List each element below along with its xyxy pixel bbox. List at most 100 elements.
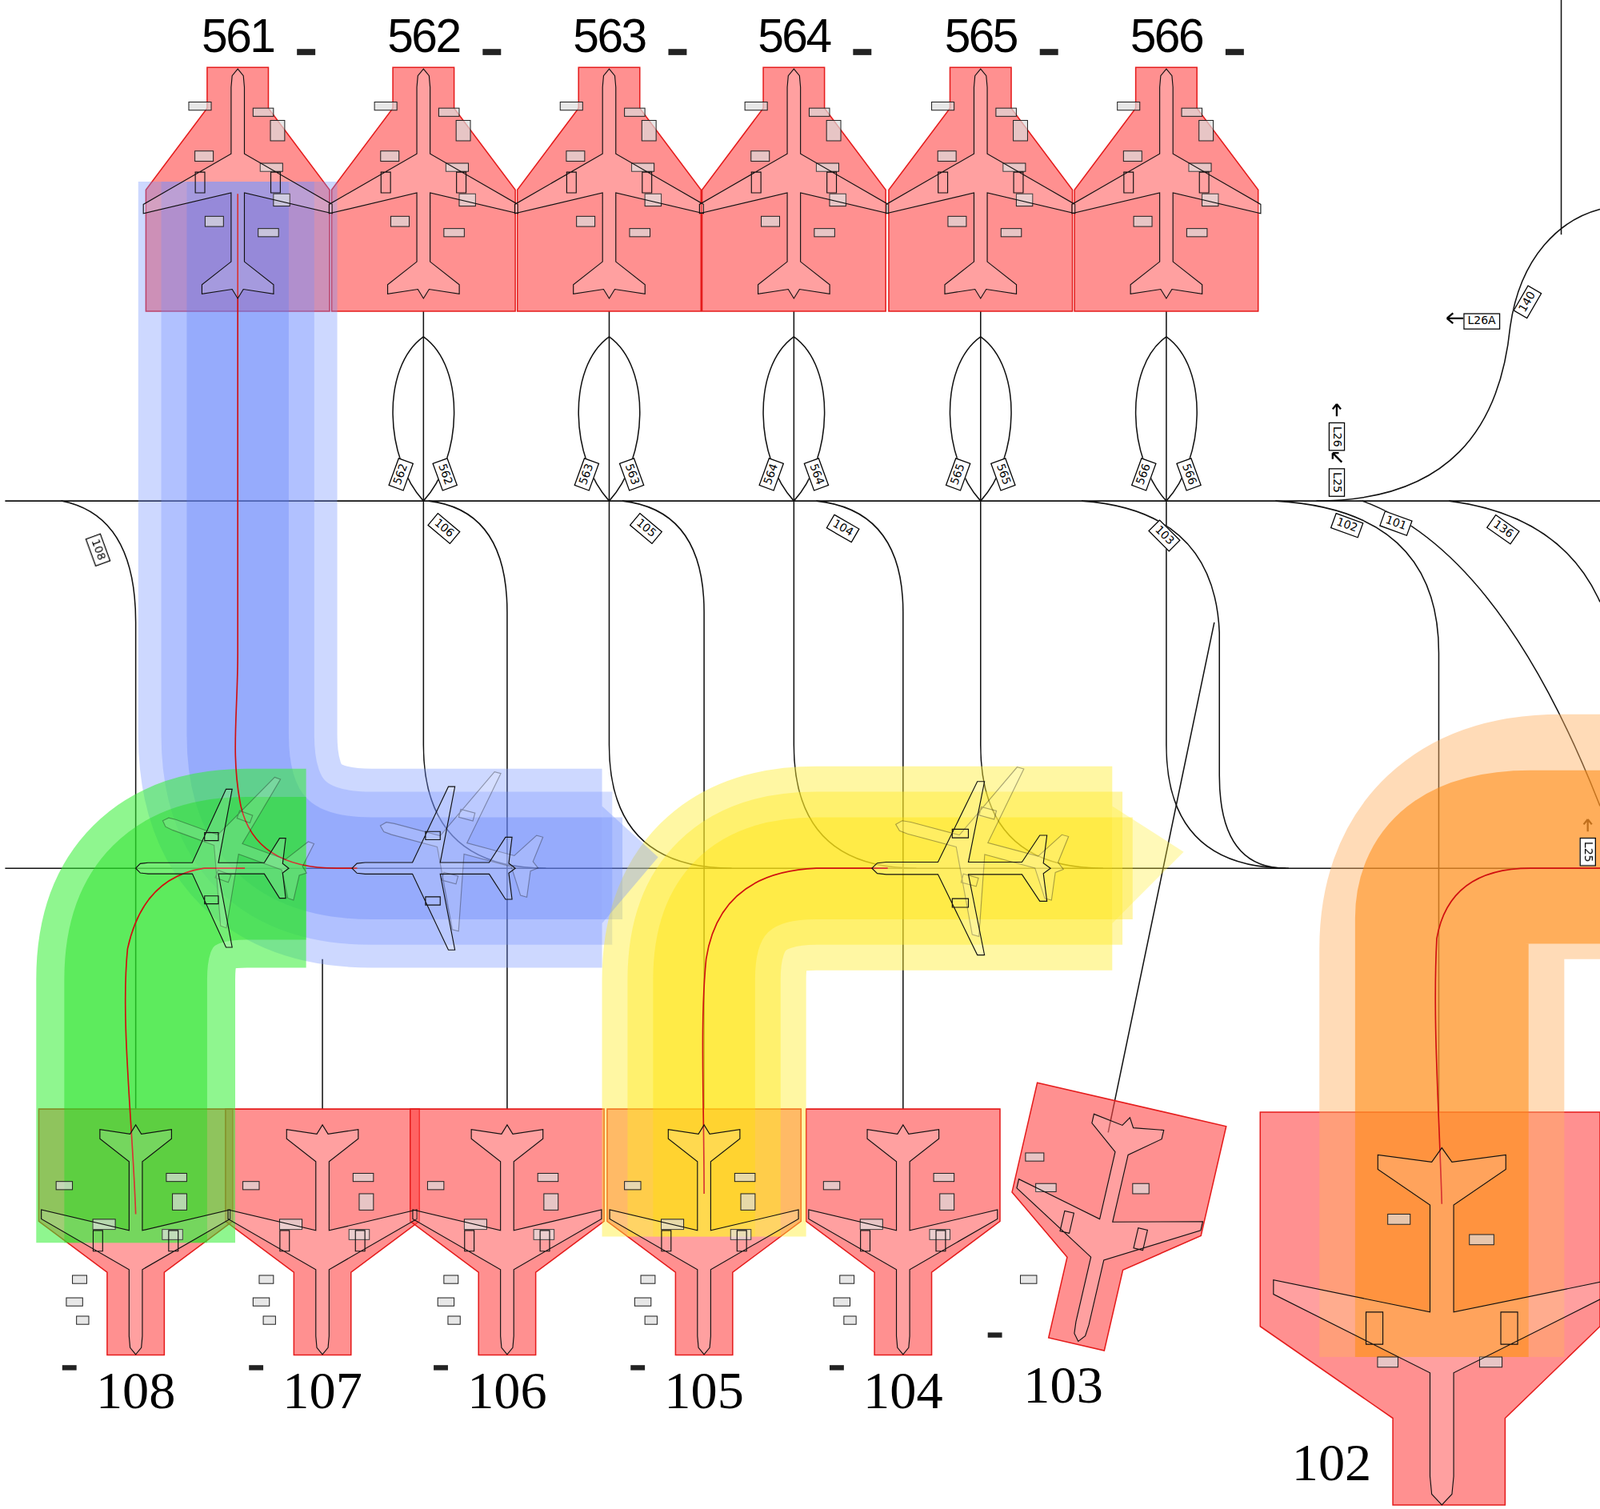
- stand-area: [410, 1108, 604, 1355]
- stand-outline: [1074, 67, 1259, 312]
- ground-equipment: [66, 1297, 83, 1306]
- stand-icon: [248, 1364, 264, 1370]
- stand-icon: [433, 1364, 448, 1370]
- stand-area: [332, 67, 516, 312]
- ground-equipment: [252, 108, 274, 116]
- swept-band: [704, 868, 1133, 1236]
- ground-equipment: [195, 151, 214, 162]
- ground-equipment: [996, 108, 1017, 116]
- taxiline-tag: 566: [1131, 457, 1157, 492]
- ground-equipment: [624, 108, 646, 116]
- swept-tail: [1112, 805, 1184, 924]
- aircraft: [412, 1124, 602, 1355]
- aircraft: [808, 1124, 998, 1355]
- stand-outline: [517, 67, 702, 312]
- taxiline: [1275, 500, 1439, 1112]
- taxiline-tag: 565: [990, 457, 1016, 492]
- stand-icon: [988, 1332, 1003, 1337]
- stand-number: 561: [145, 12, 330, 60]
- taxiline-tag: 562: [388, 457, 414, 492]
- stand-number: 565: [888, 12, 1073, 60]
- taxiline: [1081, 500, 1286, 868]
- taxiline-tag: 104: [825, 513, 860, 543]
- aircraft-stand: 106: [410, 1108, 604, 1355]
- ground-equipment: [445, 163, 468, 172]
- ground-equipment: [1377, 1356, 1399, 1368]
- ground-equipment: [56, 1181, 72, 1190]
- swept-band: [136, 868, 307, 1243]
- ground-equipment: [1016, 193, 1032, 206]
- ground-equipment: [172, 1193, 188, 1210]
- stand-area: [517, 67, 702, 312]
- aircraft-stand: 563: [517, 67, 702, 312]
- ground-equipment: [456, 120, 471, 141]
- ground-equipment: [243, 1181, 260, 1190]
- aircraft: [41, 1124, 231, 1355]
- taxiline: [980, 500, 1104, 868]
- ground-equipment: [1036, 1183, 1057, 1192]
- ground-equipment: [380, 151, 400, 162]
- taxi-sign: L26A: [1463, 312, 1500, 330]
- ground-equipment: [844, 1316, 856, 1324]
- stand-area: [607, 1108, 801, 1355]
- stand-area: [38, 1108, 232, 1355]
- ground-equipment: [933, 1172, 955, 1181]
- stand-outline: [806, 1108, 1000, 1355]
- ground-equipment: [640, 1275, 656, 1284]
- taxiline: [1165, 311, 1168, 501]
- taxiline-tag: 105: [629, 512, 664, 544]
- ground-equipment: [816, 163, 839, 172]
- taxiline: [793, 500, 916, 868]
- ground-equipment: [391, 216, 410, 227]
- ground-equipment: [444, 228, 465, 237]
- taxiline-tag: 564: [758, 457, 784, 492]
- taxiline-tag: 563: [573, 457, 600, 492]
- taxiline: [622, 500, 704, 1109]
- stand-icon: [829, 1364, 844, 1370]
- stand-area: [1260, 1112, 1600, 1505]
- ground-equipment: [263, 1316, 276, 1324]
- ground-equipment: [948, 216, 967, 227]
- stand-number: 105: [607, 1364, 801, 1417]
- ground-equipment: [751, 151, 770, 162]
- aircraft: [986, 1096, 1222, 1363]
- ground-equipment: [740, 1193, 756, 1210]
- ground-equipment: [1133, 216, 1152, 227]
- ground-equipment: [374, 102, 397, 111]
- stand-number: 563: [517, 12, 702, 60]
- ground-equipment: [444, 1275, 459, 1284]
- ground-equipment: [661, 1219, 684, 1230]
- taxiline-tag: 566: [1176, 457, 1202, 492]
- stand-number: 562: [332, 12, 516, 60]
- aircraft-stand: 562: [332, 67, 516, 312]
- ground-equipment: [1117, 102, 1140, 111]
- aircraft-stand: 103: [981, 1081, 1227, 1368]
- aircraft-stand: 105: [607, 1108, 801, 1355]
- ground-equipment: [929, 1229, 951, 1240]
- aircraft: [328, 68, 518, 299]
- ground-equipment: [270, 120, 285, 141]
- stand-icon: [1040, 48, 1059, 56]
- ground-equipment: [560, 102, 583, 111]
- taxiline-tag: 102: [1330, 512, 1364, 539]
- ground-equipment: [940, 1193, 955, 1210]
- ground-equipment: [1388, 1213, 1411, 1224]
- taxiline-tag: 140: [1512, 284, 1542, 319]
- ground-equipment: [448, 1316, 460, 1324]
- stand-area: [702, 67, 887, 312]
- ground-equipment: [840, 1275, 855, 1284]
- taxiline: [1448, 500, 1600, 602]
- ground-equipment: [829, 193, 846, 206]
- aircraft: [886, 68, 1076, 299]
- ground-equipment: [252, 1297, 269, 1306]
- aircraft: [359, 746, 560, 947]
- stand-outline: [332, 67, 516, 312]
- aircraft-stand: 102: [1260, 1112, 1600, 1505]
- aircraft: [699, 68, 888, 299]
- taxiline: [423, 500, 546, 868]
- ground-equipment: [1186, 228, 1208, 237]
- ground-equipment: [76, 1316, 89, 1324]
- swept-band: [237, 181, 602, 868]
- ground-equipment: [1000, 228, 1022, 237]
